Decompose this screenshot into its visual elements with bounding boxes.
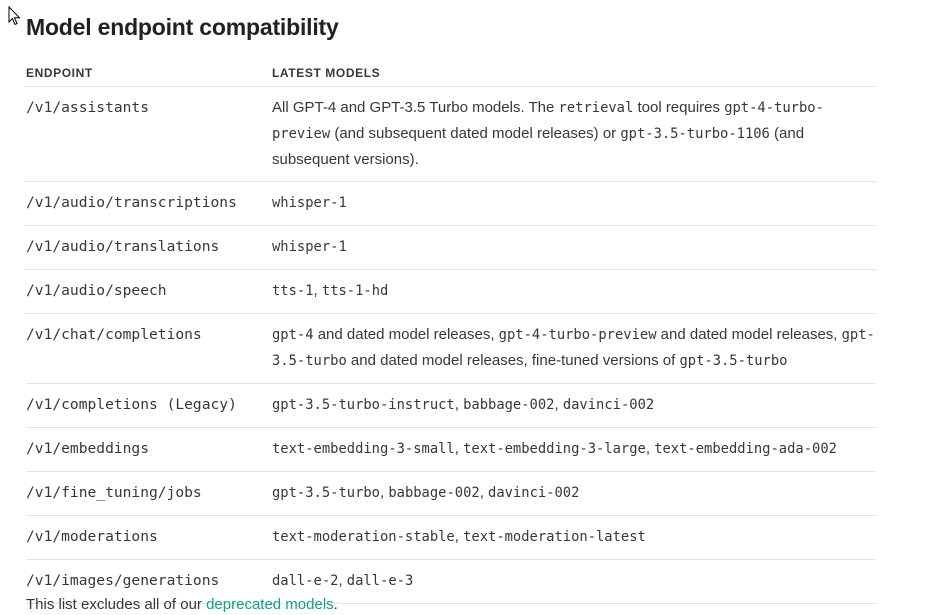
- footer-text: This list excludes all of our: [26, 596, 207, 613]
- model-code: dall-e-2: [272, 573, 339, 589]
- model-text: ,: [454, 440, 464, 457]
- model-code: davinci-002: [562, 397, 655, 413]
- model-code: text-moderation-stable: [272, 529, 455, 545]
- model-code: gpt-3.5-turbo-1106: [620, 126, 770, 142]
- model-code: gpt-4: [272, 327, 314, 343]
- model-code: babbage-002: [388, 485, 480, 501]
- model-code: tts-1-hd: [321, 283, 389, 299]
- endpoint-cell: /v1/embeddings: [26, 427, 272, 472]
- model-code: retrieval: [558, 100, 634, 116]
- models-cell: gpt-3.5-turbo, babbage-002, davinci-002: [272, 471, 876, 516]
- table-row: /v1/completions (Legacy)gpt-3.5-turbo-in…: [26, 383, 876, 428]
- model-code: gpt-4-turbo-preview: [272, 100, 824, 142]
- model-code: text-embedding-3-large: [463, 441, 646, 457]
- models-cell: gpt-4 and dated model releases, gpt-4-tu…: [272, 313, 876, 384]
- models-cell: All GPT-4 and GPT-3.5 Turbo models. The …: [272, 86, 876, 182]
- model-text: ,: [338, 572, 347, 589]
- model-text: (and subsequent versions).: [272, 125, 805, 168]
- mouse-pointer-icon: [8, 6, 21, 26]
- model-code: text-embedding-3-small: [272, 441, 455, 457]
- endpoint-column-header: ENDPOINT: [26, 62, 272, 87]
- model-text: ,: [479, 484, 489, 501]
- model-text: ,: [454, 396, 464, 413]
- model-code: dall-e-3: [346, 573, 414, 589]
- model-text: ,: [313, 282, 322, 299]
- models-cell: text-moderation-stable, text-moderation-…: [272, 515, 876, 560]
- model-text: ,: [554, 396, 563, 413]
- models-cell: whisper-1: [272, 181, 876, 226]
- models-column-header: LATEST MODELS: [272, 62, 876, 87]
- model-code: whisper-1: [272, 195, 347, 211]
- models-cell: whisper-1: [272, 225, 876, 270]
- footer-note: This list excludes all of our deprecated…: [26, 596, 338, 613]
- models-cell: tts-1, tts-1-hd: [272, 269, 876, 314]
- page-title: Model endpoint compatibility: [26, 14, 339, 40]
- endpoint-cell: /v1/audio/transcriptions: [26, 181, 272, 226]
- footer-period: .: [333, 596, 338, 613]
- model-code: text-moderation-latest: [463, 529, 646, 545]
- model-text: ,: [454, 528, 464, 545]
- model-code: gpt-3.5-turbo: [272, 485, 380, 501]
- model-text: ,: [379, 484, 389, 501]
- endpoint-cell: /v1/assistants: [26, 86, 272, 182]
- model-code: babbage-002: [463, 397, 555, 413]
- deprecated-models-link[interactable]: deprecated models: [206, 596, 334, 613]
- model-code: gpt-4-turbo-preview: [498, 327, 657, 343]
- endpoint-cell: /v1/chat/completions: [26, 313, 272, 384]
- model-text: and dated model releases,: [656, 326, 842, 343]
- models-cell: gpt-3.5-turbo-instruct, babbage-002, dav…: [272, 383, 876, 428]
- model-code: text-embedding-ada-002: [654, 441, 837, 457]
- model-text: and dated model releases,: [313, 326, 499, 343]
- model-code: whisper-1: [272, 239, 347, 255]
- model-code: davinci-002: [488, 485, 580, 501]
- table-header-row: ENDPOINT LATEST MODELS: [26, 62, 876, 87]
- model-text: and dated model releases, fine-tuned ver…: [346, 352, 680, 369]
- model-code: tts-1: [272, 283, 314, 299]
- endpoint-cell: /v1/moderations: [26, 515, 272, 560]
- endpoint-cell: /v1/audio/translations: [26, 225, 272, 270]
- model-text: (and subsequent dated model releases) or: [330, 125, 621, 142]
- endpoint-cell: /v1/images/generations: [26, 559, 272, 604]
- model-text: All GPT-4 and GPT-3.5 Turbo models. The: [272, 99, 559, 116]
- model-text: ,: [645, 440, 655, 457]
- model-code: gpt-3.5-turbo: [679, 353, 788, 369]
- endpoint-cell: /v1/audio/speech: [26, 269, 272, 314]
- models-cell: text-embedding-3-small, text-embedding-3…: [272, 427, 876, 472]
- model-text: tool requires: [633, 99, 725, 116]
- endpoint-cell: /v1/completions (Legacy): [26, 383, 272, 428]
- models-cell: dall-e-2, dall-e-3: [272, 559, 876, 604]
- model-code: gpt-3.5-turbo-instruct: [272, 397, 455, 413]
- model-code: gpt-3.5-turbo: [272, 327, 875, 369]
- endpoint-cell: /v1/fine_tuning/jobs: [26, 471, 272, 516]
